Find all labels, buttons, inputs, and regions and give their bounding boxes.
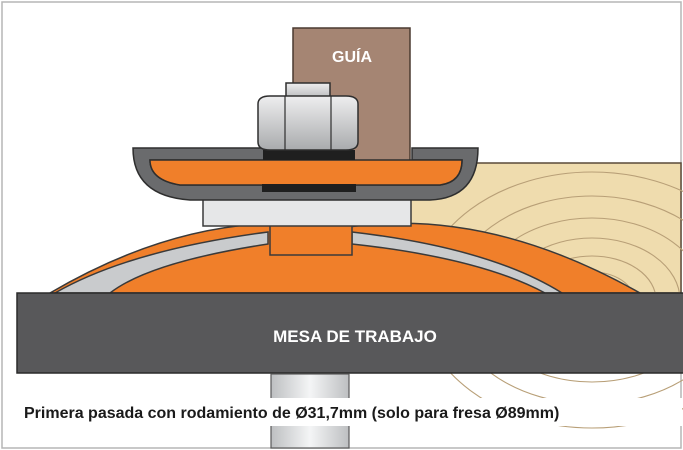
work-table: MESA DE TRABAJO [16, 292, 683, 374]
upper-cutter [149, 159, 463, 186]
cutter-rim-left [52, 231, 269, 294]
spindle-neck [269, 224, 353, 256]
washer [263, 150, 355, 160]
caption-text: Primera pasada con rodamiento de Ø31,7mm… [24, 405, 559, 422]
table-label: MESA DE TRABAJO [273, 327, 437, 346]
lower-washer [262, 184, 356, 192]
hex-nut [257, 82, 359, 151]
guide-label: GUÍA [332, 47, 372, 66]
caption-backdrop [18, 398, 682, 426]
